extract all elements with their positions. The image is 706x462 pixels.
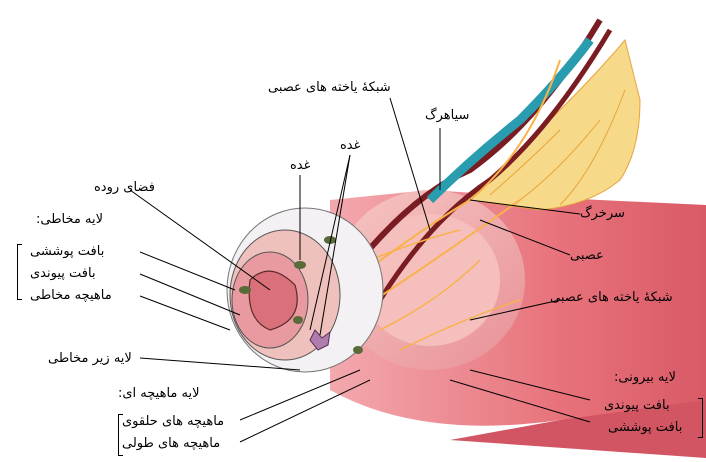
label-lamina-propria: بافت پیوندی (30, 266, 96, 282)
label-circular-muscle: ماهیچه های حلقوی (122, 414, 224, 430)
mucosa-bracket (17, 244, 22, 300)
label-nerve: عصبی (570, 248, 604, 264)
label-gland-2: غده (340, 138, 360, 154)
label-nerve-network-top: شبکهٔ یاخته های عصبی (268, 80, 391, 96)
label-longitudinal-muscle: ماهیچه های طولی (122, 436, 220, 452)
cross-section (227, 208, 383, 372)
serosa-bracket (698, 398, 703, 438)
label-serosa-epithelium: بافت پوششی (608, 420, 682, 436)
label-muscularis-header: لایه ماهیچه ای: (118, 386, 200, 402)
label-gland-1: غده (290, 158, 310, 174)
label-vein: سیاهرگ (425, 108, 469, 124)
label-artery: سرخرگ (580, 206, 625, 222)
label-submucosa: لایه زیر مخاطی (48, 351, 132, 367)
label-muscularis-mucosae: ماهیچه مخاطی (30, 288, 112, 304)
mesentery (470, 40, 640, 210)
label-epithelium: بافت پوششی (30, 244, 104, 260)
label-serosa-header: لایه بیرونی: (614, 370, 676, 386)
label-nerve-network-right: شبکهٔ یاخته های عصبی (550, 290, 673, 306)
label-lumen: فضای روده (94, 180, 155, 196)
label-mucosa-header: لایه مخاطی: (36, 212, 103, 228)
label-serosa-connective: بافت پیوندی (604, 398, 670, 414)
